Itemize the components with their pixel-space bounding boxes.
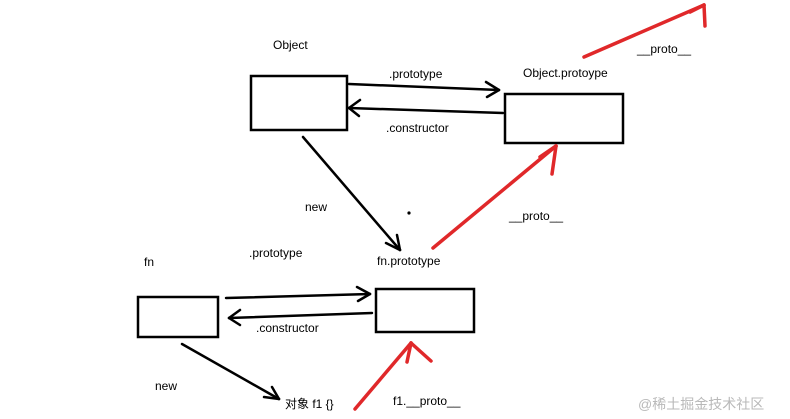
edge-label-fn-constructor: .constructor [256,321,319,335]
object-box [249,74,349,132]
object-prototype-box [503,92,625,145]
object-prototype-arrow [347,80,501,99]
watermark: @稀土掘金技术社区 [638,396,765,412]
fn-prototype-arrow [224,285,372,303]
proto-arrow-bottom [353,341,433,411]
proto-arrow-top-right [582,3,707,59]
object-title: Object [273,38,308,52]
edge-label-object-constructor: .constructor [386,121,449,135]
proto-label-middle: __proto__ [509,209,564,223]
new-arrow-bottom [180,342,281,401]
fn-constructor-arrow [227,308,374,327]
fn-prototype-box [374,287,476,334]
edge-label-object-prototype: .prototype [389,67,443,81]
fn-box [136,295,220,339]
object-constructor-arrow [347,98,505,118]
fn-title: fn [144,255,155,269]
edge-label-new-top: new [305,200,328,214]
new-arrow-top [301,135,402,252]
proto-arrow-middle [431,144,558,250]
f1-proto-label: f1.__proto__ [393,394,461,408]
edge-label-new-bottom: new [155,379,178,393]
stray-dot [407,211,411,215]
object-prototype-box-title: Object.protoype [523,66,608,80]
fn-prototype-title: fn.prototype [377,254,441,268]
edge-label-fn-prototype: .prototype [249,246,303,260]
proto-label-top-right: __proto__ [637,42,692,56]
instance-title: 对象 f1 {} [285,397,334,411]
